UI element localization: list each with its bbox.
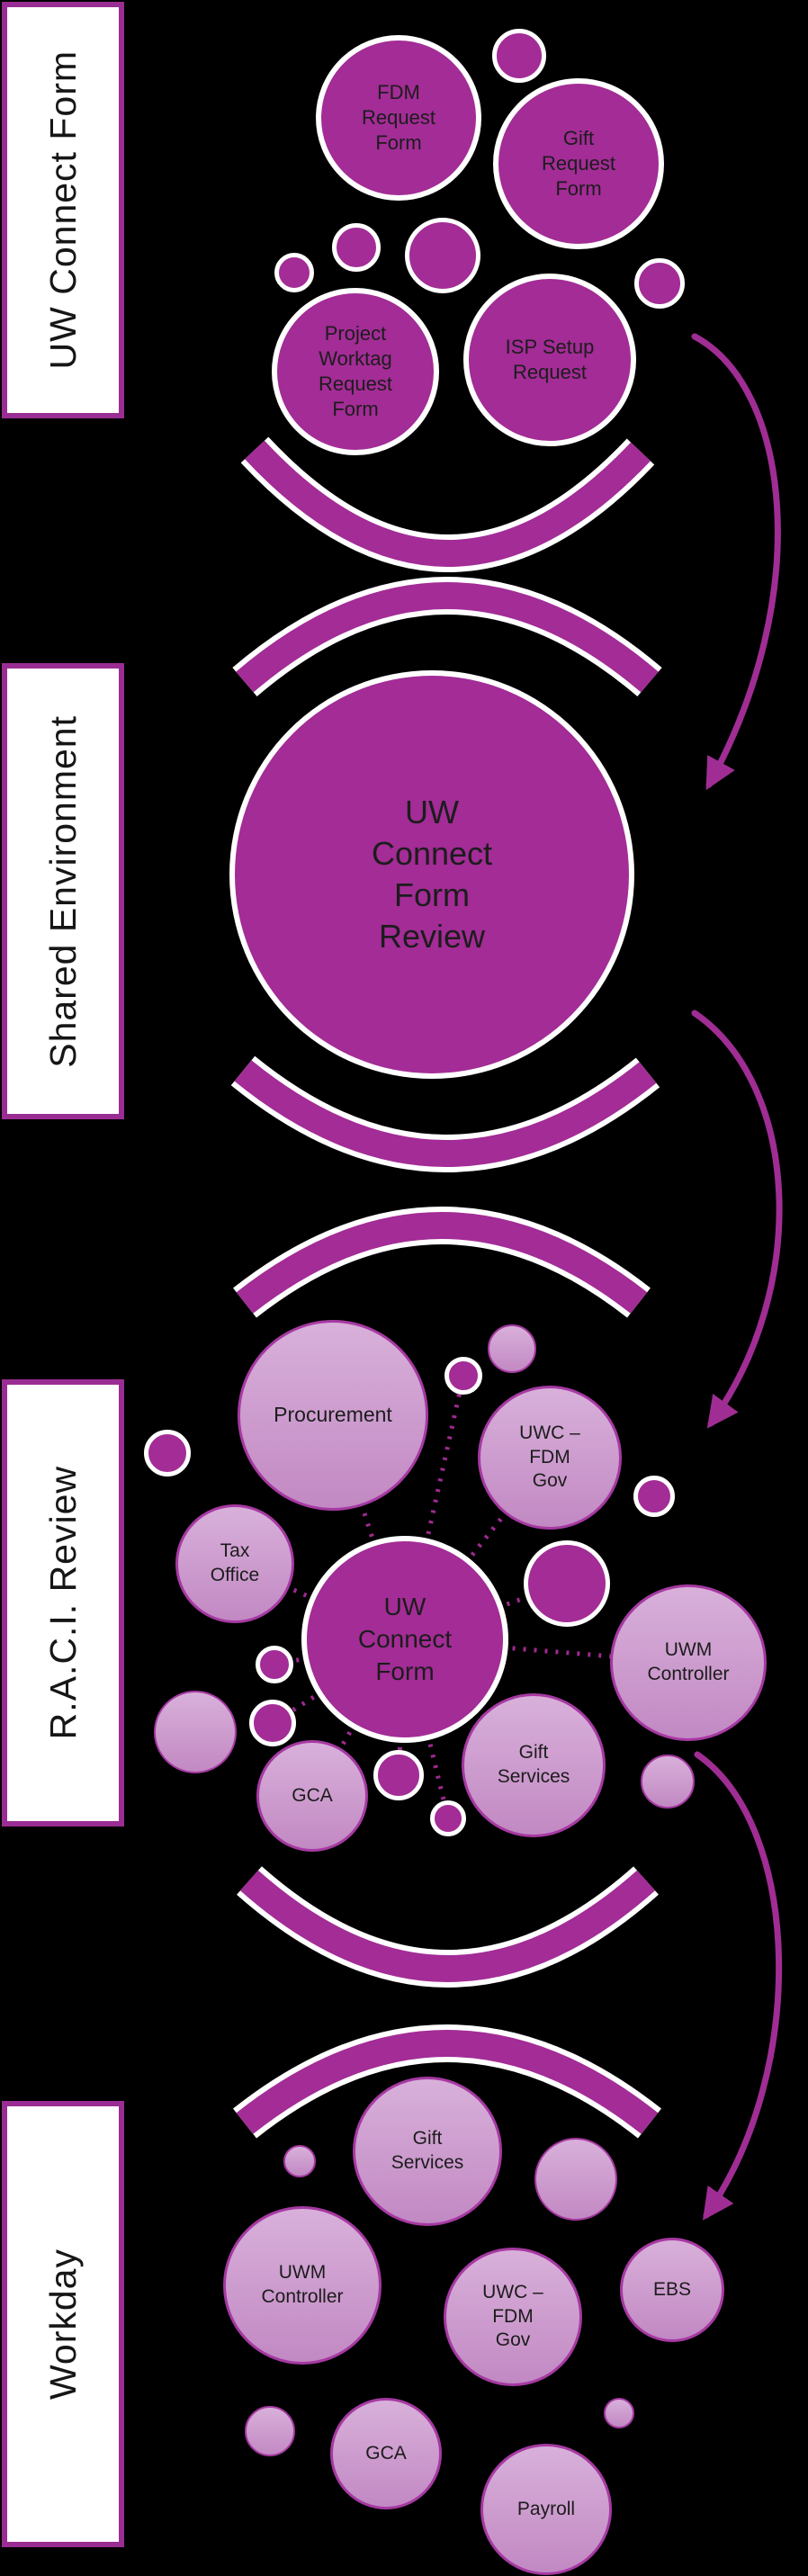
section-label-text: Workday <box>41 2248 84 2401</box>
decorative-bubble <box>641 1755 695 1809</box>
bubble-gca: GCA <box>256 1740 368 1852</box>
decorative-bubble <box>444 1357 482 1395</box>
flow-arrow-3-icon <box>694 1751 783 2221</box>
decorative-bubble <box>492 29 546 83</box>
section-label-uw-connect-form: UW Connect Form <box>2 2 124 418</box>
arc-arch-1 <box>232 577 662 696</box>
decorative-bubble <box>373 1750 424 1800</box>
section-label-text: UW Connect Form <box>41 50 84 370</box>
decorative-bubble <box>633 1476 675 1517</box>
arc-smile-2 <box>230 1055 660 1172</box>
bubble-project-worktag-request-form: Project Worktag Request Form <box>272 288 439 455</box>
bubble-workday-gca: GCA <box>330 2398 442 2509</box>
flow-arrow-2-icon <box>691 1010 783 1429</box>
bubble-uwc-fdm-gov: UWC – FDM Gov <box>478 1386 622 1530</box>
bubble-fdm-request-form: FDM Request Form <box>316 35 481 201</box>
bubble-workday-payroll: Payroll <box>480 2444 612 2575</box>
arc-smile-3 <box>237 1866 659 1988</box>
bubble-tax-office: Tax Office <box>175 1504 294 1623</box>
decorative-bubble <box>634 258 685 309</box>
section-label-shared-environment: Shared Environment <box>2 663 124 1119</box>
bubble-workday-uwc-fdm-gov: UWC – FDM Gov <box>444 2248 582 2386</box>
section-label-text: R.A.C.I. Review <box>41 1466 84 1740</box>
bubble-gift-services: Gift Services <box>462 1693 606 1837</box>
decorative-bubble <box>274 253 314 292</box>
bubble-workday-uwm-controller: UWM Controller <box>223 2206 382 2365</box>
decorative-bubble <box>245 2406 295 2456</box>
bubble-workday-gift-services: Gift Services <box>353 2077 502 2226</box>
decorative-bubble <box>534 2138 617 2221</box>
bubble-uw-connect-form-review: UW Connect Form Review <box>229 670 634 1079</box>
section-label-workday: Workday <box>2 2101 124 2547</box>
bubble-uwm-controller: UWM Controller <box>610 1584 767 1741</box>
decorative-bubble <box>249 1700 296 1746</box>
decorative-bubble <box>604 2398 634 2428</box>
decorative-bubble <box>154 1691 237 1773</box>
bubble-procurement: Procurement <box>238 1320 428 1511</box>
decorative-bubble <box>256 1646 293 1683</box>
section-label-text: Shared Environment <box>41 714 84 1068</box>
arc-arch-3 <box>232 2024 662 2139</box>
decorative-bubble <box>488 1324 536 1373</box>
bubble-uw-connect-form-hub: UW Connect Form <box>301 1536 508 1743</box>
decorative-bubble <box>332 223 381 272</box>
decorative-bubble <box>283 2145 316 2177</box>
flow-arrow-1-icon <box>691 333 781 791</box>
separator-arcs <box>230 436 662 2139</box>
arc-smile-1 <box>240 436 655 572</box>
arc-arch-2 <box>233 1207 651 1318</box>
section-label-raci-review: R.A.C.I. Review <box>2 1379 124 1827</box>
decorative-bubble <box>430 1800 466 1836</box>
flow-arrows <box>691 333 783 2221</box>
decorative-bubble <box>524 1540 610 1627</box>
bubble-workday-ebs: EBS <box>620 2238 724 2342</box>
decorative-bubble <box>405 218 480 293</box>
bubble-gift-request-form: Gift Request Form <box>493 78 664 249</box>
decorative-bubble <box>144 1430 191 1476</box>
bubble-isp-setup-request: ISP Setup Request <box>463 274 636 446</box>
